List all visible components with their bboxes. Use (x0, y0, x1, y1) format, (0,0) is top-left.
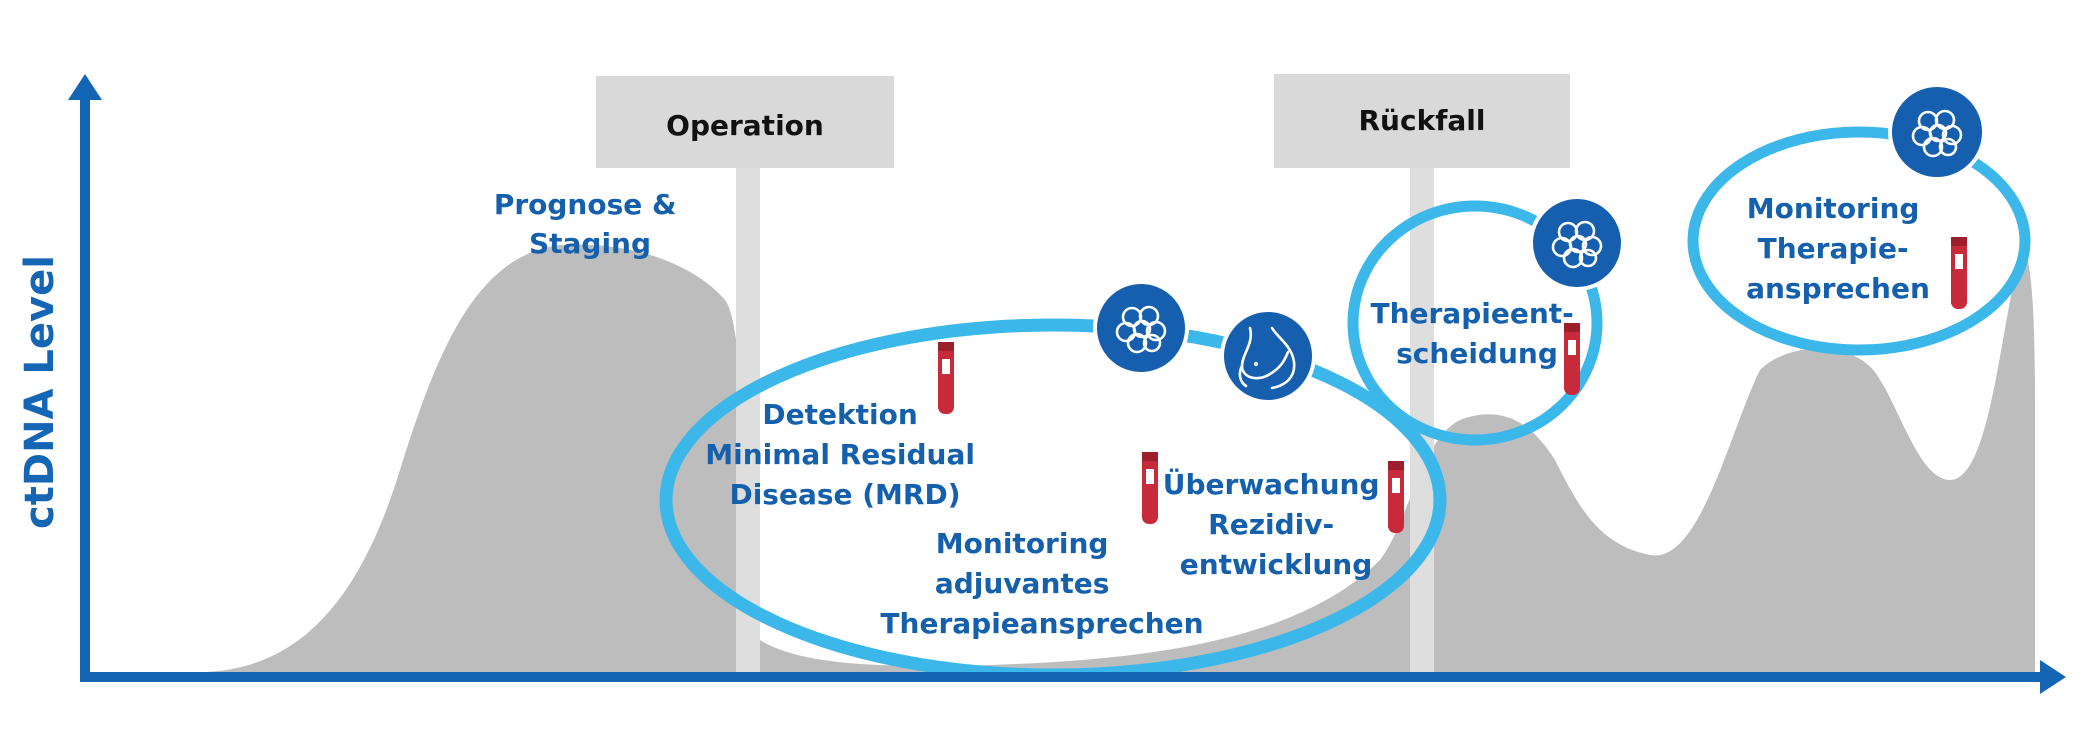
therapieentscheidung-ellipse (1347, 200, 1603, 446)
mrd-line: Disease (MRD) (729, 478, 960, 511)
operation-box (596, 76, 894, 168)
rezidiv-line: entwicklung (1180, 548, 1373, 581)
rueckfall-label: Rückfall (1359, 104, 1486, 137)
breast-icon (1220, 308, 1316, 404)
blood-tube-icon (1951, 237, 1967, 309)
prognose-line: Prognose & (494, 188, 677, 221)
ctdna-curve (205, 244, 2035, 672)
adjuvant-line: Therapieansprechen (880, 607, 1203, 640)
prognose-line: Staging (529, 227, 651, 260)
monitoring-therapie-line: ansprechen (1746, 272, 1930, 305)
operation-pole (736, 166, 760, 672)
x-axis-arrow (2040, 660, 2066, 694)
tumor-cells-icon (1529, 195, 1625, 291)
mrd-line: Detektion (762, 398, 917, 431)
y-axis-label: ctDNA Level (17, 255, 63, 529)
operation-label: Operation (666, 109, 824, 142)
monitoring-therapie-line: Monitoring (1747, 192, 1920, 225)
therapieentscheidung-line: scheidung (1396, 337, 1558, 370)
therapieentscheidung-line: Therapieent- (1370, 297, 1573, 330)
prognose-label: Prognose & Staging (494, 188, 686, 260)
rezidiv-line: Überwachung (1163, 467, 1380, 501)
monitoring-therapie-label: Monitoring Therapie- ansprechen (1746, 192, 1930, 305)
blood-tube-icon (938, 342, 954, 414)
adjuvant-line: adjuvantes (935, 567, 1110, 600)
tumor-cells-icon (1093, 280, 1189, 376)
y-axis (80, 90, 90, 682)
monitoring-therapie-ellipse (1687, 126, 2031, 356)
mrd-line: Minimal Residual (705, 438, 975, 471)
y-axis-arrow (68, 74, 102, 100)
adjuvant-line: Monitoring (936, 527, 1109, 560)
rezidiv-label: Überwachung Rezidiv- entwicklung (1163, 467, 1390, 581)
rezidiv-line: Rezidiv- (1208, 508, 1334, 541)
x-axis (80, 672, 2045, 682)
adjuvant-label: Monitoring adjuvantes Therapieansprechen (880, 527, 1203, 640)
rueckfall-box (1274, 74, 1570, 168)
therapieentscheidung-label: Therapieent- scheidung (1370, 297, 1583, 370)
monitoring-therapie-line: Therapie- (1758, 232, 1909, 265)
mrd-label: Detektion Minimal Residual Disease (MRD) (705, 398, 984, 511)
tumor-cells-icon (1888, 83, 1986, 181)
blood-tube-icon (1388, 461, 1404, 533)
blood-tube-icon (1142, 452, 1158, 524)
blood-tube-icon (1564, 323, 1580, 395)
